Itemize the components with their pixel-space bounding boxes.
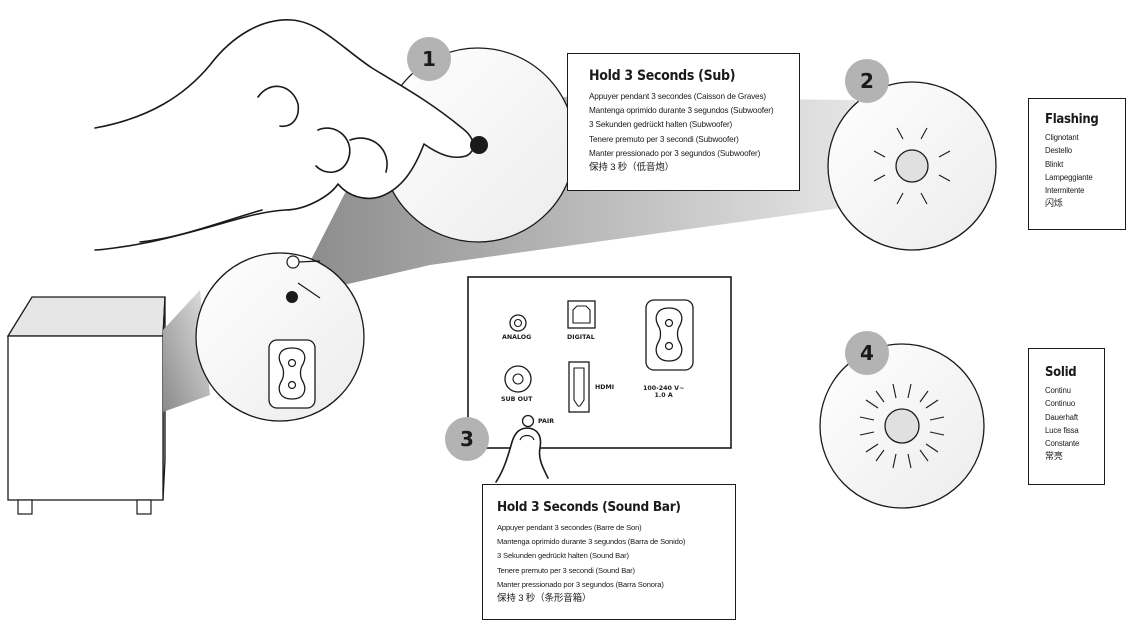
- soundbar-power-socket: [645, 299, 694, 371]
- soundbar-instruction-line: Manter pressionado por 3 segundos (Barra…: [497, 579, 664, 589]
- power-rating-label: 100-240 V~ 1.0 A: [643, 385, 684, 399]
- flashing-line: Blinkt: [1045, 159, 1064, 169]
- flashing-led-closeup: [827, 81, 997, 251]
- power-current: 1.0 A: [654, 392, 673, 399]
- solid-line: Dauerhaft: [1045, 412, 1078, 422]
- solid-legend-box: Solid Continu Continuo Dauerhaft Luce fi…: [1028, 348, 1105, 485]
- sub-instruction-title: Hold 3 Seconds (Sub): [589, 68, 736, 84]
- solid-line: Continu: [1045, 386, 1071, 395]
- step-2-badge: 2: [845, 59, 889, 103]
- soundbar-instruction-line: Appuyer pendant 3 secondes (Barre de Son…: [497, 523, 642, 532]
- led-solid-icon: [884, 408, 920, 444]
- sub-instruction-line: 3 Sekunden gedrückt halten (Subwoofer): [589, 120, 733, 130]
- step-1-badge: 1: [407, 37, 451, 81]
- soundbar-instruction-title: Hold 3 Seconds (Sound Bar): [497, 499, 681, 515]
- solid-line: Continuo: [1045, 399, 1076, 409]
- pair-label: PAIR: [538, 418, 555, 425]
- sub-instruction-line: Mantenga oprimido durante 3 segundos (Su…: [589, 106, 774, 116]
- flashing-line: Lampeggiante: [1045, 172, 1093, 182]
- flashing-line: Destello: [1045, 146, 1072, 156]
- subwoofer: [6, 296, 166, 515]
- sub-instruction-box: Hold 3 Seconds (Sub) Appuyer pendant 3 s…: [567, 53, 800, 191]
- hand-pressing-sub-button: [94, 19, 474, 251]
- soundbar-pair-button[interactable]: [521, 414, 535, 428]
- flashing-legend-box: Flashing Clignotant Destello Blinkt Lamp…: [1028, 98, 1126, 230]
- sub-led-indicator: [286, 255, 300, 269]
- digital-optical-port: [567, 300, 596, 329]
- led-flashing-icon: [895, 149, 929, 183]
- solid-title: Solid: [1045, 365, 1077, 380]
- flashing-line: Clignotant: [1045, 133, 1079, 142]
- flashing-title: Flashing: [1045, 112, 1099, 127]
- sub-instruction-line: Appuyer pendant 3 secondes (Caisson de G…: [589, 92, 766, 101]
- hdmi-label: HDMI: [595, 384, 615, 391]
- soundbar-instruction-line: Tenere premuto per 3 secondi (Sound Bar): [497, 565, 635, 575]
- step-4-badge: 4: [845, 331, 889, 375]
- sub-panel-closeup: [195, 252, 365, 422]
- solid-line: 常亮: [1045, 451, 1063, 462]
- sub-out-jack: [504, 365, 532, 393]
- analog-jack: [509, 314, 527, 332]
- analog-label: ANALOG: [502, 334, 532, 341]
- soundbar-instruction-line: Mantenga oprimido durante 3 segundos (Ba…: [497, 537, 686, 547]
- soundbar-instruction-box: Hold 3 Seconds (Sound Bar) Appuyer penda…: [482, 484, 736, 620]
- sub-instruction-line: 保持 3 秒（低音炮）: [589, 162, 674, 174]
- finger-pressing-pair: [495, 427, 549, 483]
- digital-label: DIGITAL: [567, 334, 595, 341]
- sub-power-socket: [268, 339, 316, 409]
- soundbar-instruction-line: 3 Sekunden gedrückt halten (Sound Bar): [497, 551, 629, 561]
- sub-instruction-line: Tenere premuto per 3 secondi (Subwoofer): [589, 134, 739, 144]
- flashing-line: 闪烁: [1045, 198, 1063, 209]
- power-voltage: 100-240 V~: [643, 385, 685, 392]
- solid-line: Luce fissa: [1045, 425, 1079, 435]
- flashing-line: Intermitente: [1045, 186, 1085, 196]
- step-3-badge: 3: [445, 417, 489, 461]
- finger-nail: [519, 434, 535, 441]
- solid-line: Constante: [1045, 439, 1080, 449]
- sub-instruction-line: Manter pressionado por 3 segundos (Subwo…: [589, 148, 761, 158]
- hdmi-port: [568, 361, 590, 413]
- soundbar-back-panel: [467, 276, 732, 449]
- sub-button-pressed[interactable]: [470, 136, 488, 154]
- sub-out-label: SUB OUT: [501, 396, 533, 403]
- soundbar-instruction-line: 保持 3 秒（条形音箱）: [497, 593, 592, 605]
- sub-pair-button[interactable]: [286, 291, 298, 303]
- solid-led-closeup: [819, 343, 985, 509]
